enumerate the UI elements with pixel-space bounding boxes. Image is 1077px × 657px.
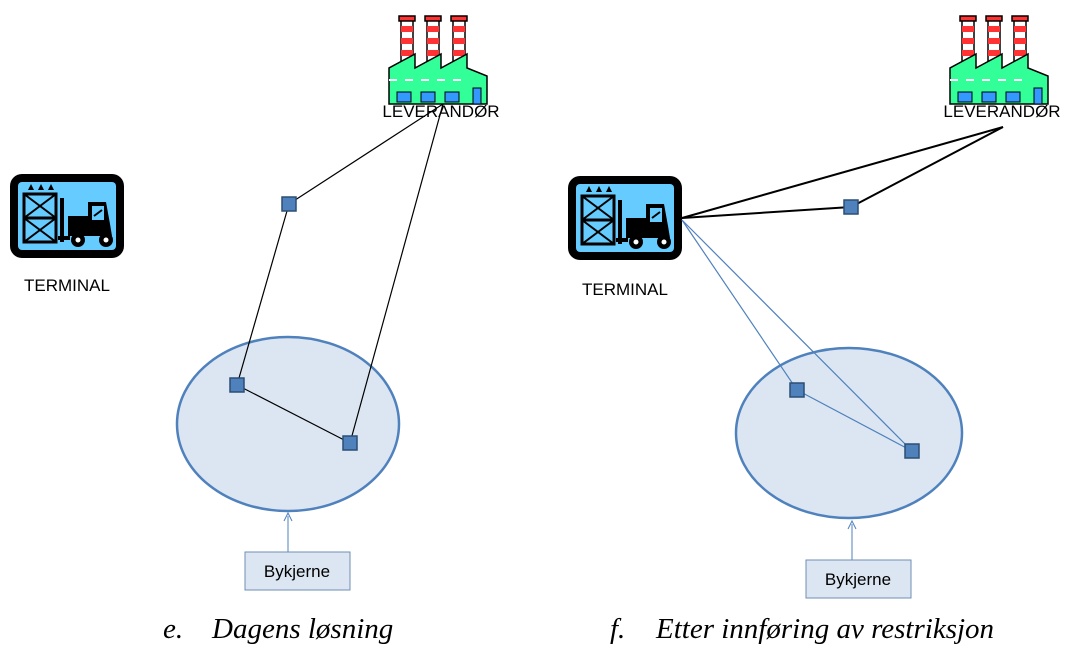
delivery-node (229, 377, 245, 393)
terminal-label: TERMINAL (582, 280, 668, 299)
terminal-label: TERMINAL (24, 276, 110, 295)
city-label: Bykjerne (825, 570, 891, 589)
supplier-route (681, 126, 1004, 219)
caption-text: Etter innføring av restriksjon (655, 613, 994, 645)
city-center-zone (734, 346, 964, 520)
caption-text: Dagens løsning (211, 613, 393, 645)
factory-icon (388, 15, 488, 105)
terminal-icon (8, 172, 126, 260)
panel-e: LEVERANDØR TERMINAL Bykjerne e. Dagens l… (8, 15, 500, 645)
factory-icon (949, 15, 1049, 105)
city-route (681, 219, 913, 452)
city-callout-box (805, 559, 912, 599)
supplier-label: LEVERANDØR (943, 102, 1060, 121)
city-center-zone (175, 335, 401, 513)
delivery-node (281, 196, 297, 212)
caption-letter: f. (610, 613, 625, 645)
delivery-node (342, 435, 358, 451)
delivery-node (843, 199, 859, 215)
delivery-route (236, 103, 444, 444)
city-callout-box (244, 551, 351, 591)
delivery-node (789, 382, 805, 398)
caption-letter: e. (163, 613, 183, 645)
terminal-icon (566, 174, 684, 262)
delivery-node (904, 443, 920, 459)
city-label: Bykjerne (264, 562, 330, 581)
panel-f: LEVERANDØR TERMINAL Bykjerne f. Etter in… (566, 15, 1061, 645)
